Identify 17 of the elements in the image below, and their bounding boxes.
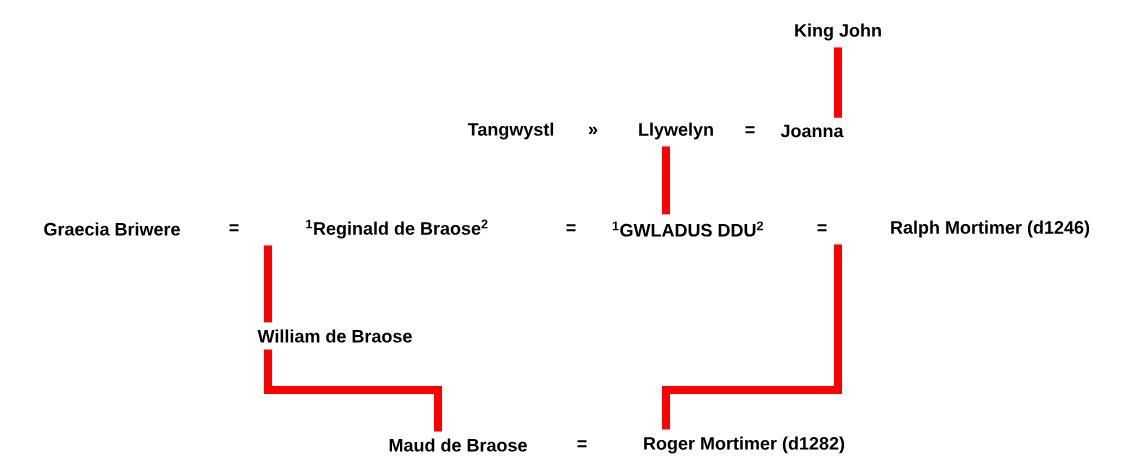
person-name: Roger Mortimer (d1282): [644, 436, 845, 454]
separator-sign: =: [566, 224, 576, 232]
person-name: Maud de Braose: [389, 438, 527, 452]
person-name: Joanna: [780, 124, 844, 138]
person-name: King John: [795, 23, 881, 41]
person-name: Graecia Briwere: [44, 222, 180, 236]
separator-sign: =: [577, 440, 587, 448]
person-name: $^{1}$GWLADUS DDU$^{2}$: [612, 221, 763, 237]
separator-sign: »: [588, 126, 598, 134]
separator-sign: =: [745, 126, 755, 134]
person-name: $^{1}$Reginald de Braose$^{2}$: [306, 219, 488, 239]
person-name: Ralph Mortimer (d1246): [891, 220, 1090, 238]
person-name: Tangwystl: [467, 122, 554, 140]
person-name: Llywelyn: [639, 122, 713, 140]
separator-sign: =: [817, 224, 827, 232]
separator-sign: =: [229, 224, 239, 232]
person-name: William de Braose: [257, 329, 412, 343]
